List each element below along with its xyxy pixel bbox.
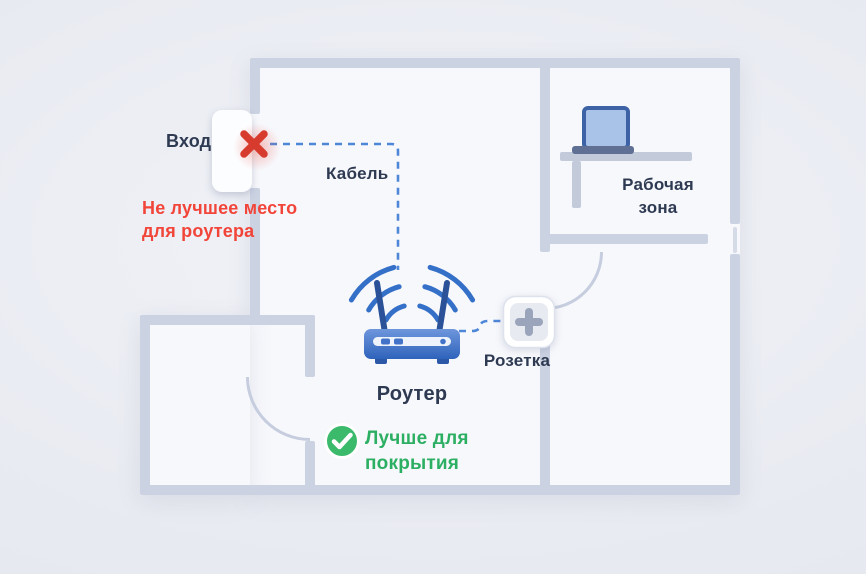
wall-annex-right-lower xyxy=(305,441,315,495)
wall-left-upper-b xyxy=(250,188,260,325)
wall-left-upper-a xyxy=(250,58,260,114)
work-zone-label: Рабочая зона xyxy=(608,173,708,219)
entrance-label: Вход xyxy=(166,131,212,151)
wifi-waves-icon xyxy=(348,264,476,323)
good-place-line1: Лучше для xyxy=(365,428,469,449)
floor-main xyxy=(250,58,740,495)
wall-workzone-bottom xyxy=(540,234,708,244)
laptop-icon xyxy=(572,106,634,154)
wall-top xyxy=(250,58,740,68)
cable-label: Кабель xyxy=(326,164,389,183)
desk-leg xyxy=(572,161,581,208)
good-place-label: Лучше для покрытия xyxy=(365,426,469,476)
work-zone-line2: зона xyxy=(638,198,678,217)
bad-place-line2: для роутера xyxy=(142,221,255,241)
wall-annex-top xyxy=(140,315,315,325)
wifi-router-icon xyxy=(348,264,476,364)
wall-right-lower xyxy=(730,254,740,495)
desk xyxy=(560,152,692,161)
good-place-line2: покрытия xyxy=(365,453,460,474)
power-outlet-icon xyxy=(502,295,556,349)
bad-place-line1: Не лучшее место xyxy=(142,198,298,218)
floor-annex xyxy=(140,315,250,495)
window-right xyxy=(733,227,737,253)
bad-place-label: Не лучшее место для роутера xyxy=(142,197,297,243)
wall-annex-right-upper xyxy=(305,315,315,377)
x-mark-icon xyxy=(240,130,268,158)
wall-left-lower xyxy=(140,315,150,495)
socket-label: Розетка xyxy=(483,351,551,370)
wall-workzone-left-upper xyxy=(540,58,550,252)
router-label: Роутер xyxy=(376,383,448,405)
router-antennas xyxy=(374,280,450,336)
wall-workzone-left-lower xyxy=(540,310,550,495)
wall-bottom xyxy=(140,485,740,495)
wall-right-upper xyxy=(730,58,740,224)
check-mark-icon xyxy=(324,423,360,459)
work-zone-line1: Рабочая xyxy=(622,175,694,194)
